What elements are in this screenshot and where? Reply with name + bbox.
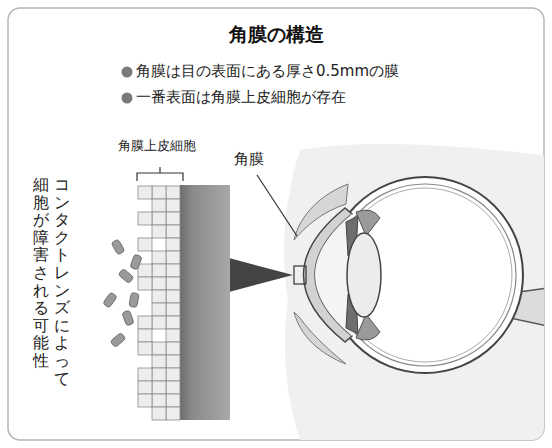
epithelial-cell [166,277,180,290]
eye-illustration [284,144,544,440]
part-label: 角膜上皮細胞 [118,137,196,155]
epithelial-cell [152,264,166,277]
damaged-cell [130,254,142,270]
bullet-dot [122,67,133,78]
epithelial-cell [152,394,166,407]
epithelial-cell [138,381,152,394]
damaged-cell [122,310,134,326]
note-vertical: コンタクトレンズによって [54,176,70,387]
epithelial-cell [152,407,166,420]
bullet-text: 一番表面は角膜上皮細胞が存在 [136,88,346,107]
epithelial-cell [138,342,152,355]
cornea [304,208,353,342]
bullet-text: 角膜は目の表面にある厚さ0.5mmの膜 [136,62,399,81]
epithelial-cell [152,212,166,225]
epithelial-cell [138,329,152,342]
corneal-stroma [180,185,230,420]
epithelial-cell [166,394,180,407]
epithelial-cell [166,238,180,251]
epithelial-cell [152,368,166,381]
epithelial-cell [166,407,180,420]
epithelial-cell [166,368,180,381]
epithelial-cell [138,212,152,225]
epithelial-cell [138,316,152,329]
epithelial-cell [166,342,180,355]
magnify-wedge [229,258,293,292]
epithelial-cell [166,225,180,238]
epithelial-cell [166,251,180,264]
upper-eyelid [294,184,348,240]
epithelial-cell [152,342,166,355]
retina [338,188,512,362]
bracket [137,167,183,181]
epithelial-cell [166,290,180,303]
epithelial-cell [138,277,152,290]
epithelial-cell [166,264,180,277]
note-vertical: 細胞が障害される可能性 [33,176,49,370]
epithelial-cell [166,329,180,342]
epithelial-cell [166,316,180,329]
epithelial-cell [152,277,166,290]
leader-line [257,175,297,236]
epithelial-cell [166,303,180,316]
ciliary-body [356,210,380,236]
epithelial-cell [138,264,152,277]
face-skin [284,144,544,440]
epithelium-cells [138,186,180,420]
sclera [327,177,523,373]
epithelial-cell [152,381,166,394]
epithelial-cell [152,355,166,368]
damaged-cell [111,239,125,255]
epithelial-cell [152,225,166,238]
epithelial-cell [166,212,180,225]
epithelial-cell [152,199,166,212]
epithelial-cell [166,199,180,212]
damaged-cell [118,268,134,283]
epithelial-cell [166,186,180,199]
ciliary-body [356,314,380,340]
epithelial-cell [166,355,180,368]
epithelial-cell [138,368,152,381]
lens [347,233,381,317]
epithelial-cell [152,303,166,316]
epithelial-cell [138,394,152,407]
epithelial-cell [152,290,166,303]
choroid [334,184,516,366]
damaged-cell [129,292,139,307]
damaged-cells [103,239,142,348]
damaged-cell [110,332,126,347]
epithelial-cell [138,238,152,251]
lower-eyelid [294,312,346,364]
part-label: 角膜 [234,150,264,169]
title: 角膜の構造 [0,22,552,48]
damaged-cell [103,292,118,308]
magnify-box [294,266,306,284]
epithelial-cell [166,381,180,394]
epithelial-cell [152,316,166,329]
epithelial-cell [138,186,152,199]
epithelial-cell [152,251,166,264]
bullet-dot [122,93,133,104]
epithelial-cell [152,186,166,199]
